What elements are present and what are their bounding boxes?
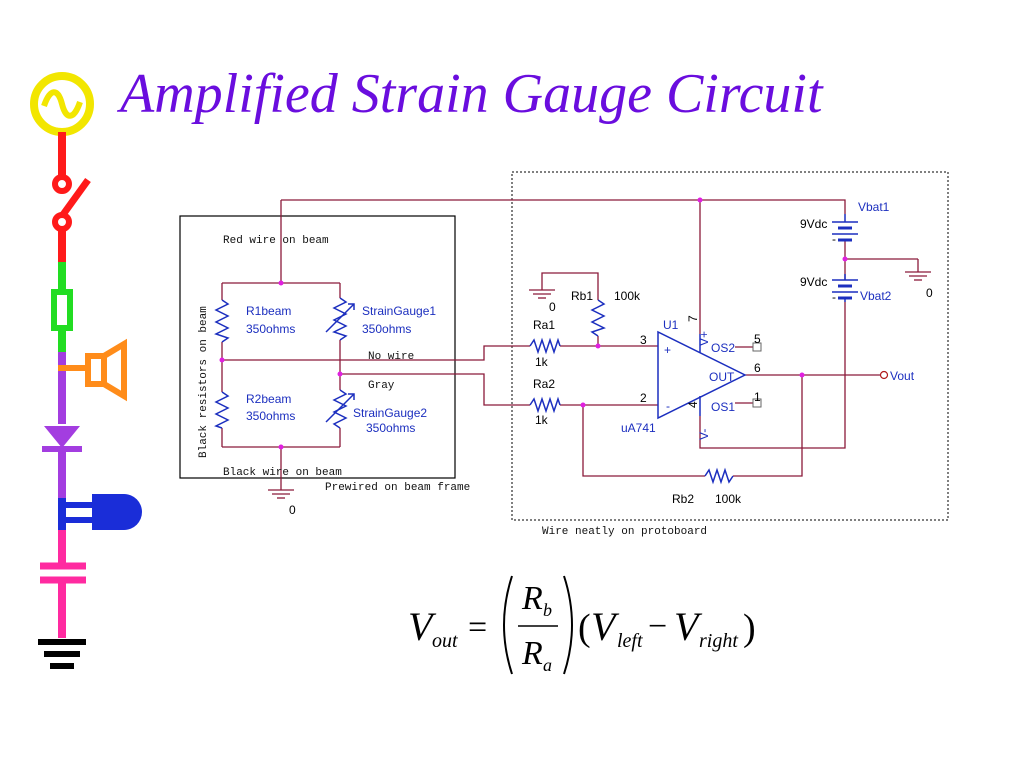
vbat1-battery — [832, 214, 858, 242]
protoboard-note: Wire neatly on protoboard — [542, 526, 707, 538]
straingauge1-name: StrainGauge1 — [362, 304, 436, 318]
vbat2-battery — [832, 274, 858, 302]
ground-label-battery: 0 — [926, 286, 933, 300]
ground-icon — [38, 639, 86, 669]
lamp-icon — [58, 494, 142, 530]
ground-symbol-rb1 — [529, 289, 555, 299]
eq-lhs-v: V — [408, 604, 437, 649]
eq-left-v: V — [591, 604, 620, 649]
ground-label-beam: 0 — [289, 503, 296, 517]
r2beam-resistor — [214, 391, 230, 429]
rb1-resistor — [590, 299, 606, 337]
opamp-os2: OS2 — [711, 341, 735, 355]
eq-paren-close: ) — [743, 607, 756, 649]
opamp-out: OUT — [709, 370, 735, 384]
straingauge2-resistor — [325, 389, 355, 429]
gain-equation: V out = R b R a ( V left − V right ) — [408, 575, 756, 675]
ra2-resistor — [529, 396, 561, 414]
eq-left-sub: left — [617, 630, 643, 652]
ground-symbol-beam — [268, 489, 294, 499]
beam-frame-box — [179, 215, 456, 479]
opamp-pin1: 1 — [754, 390, 761, 404]
prewired-label: Prewired on beam frame — [325, 482, 470, 494]
fuse-icon — [51, 262, 73, 352]
opamp-os1: OS1 — [711, 400, 735, 414]
ac-source-icon — [30, 72, 94, 136]
speaker-icon — [58, 338, 127, 402]
vbat2-value: 9Vdc — [800, 275, 827, 289]
eq-lhs-sub: out — [432, 630, 458, 652]
junction-dots — [219, 197, 848, 450]
circuit-wires — [221, 199, 919, 490]
eq-den-r: R — [521, 635, 543, 672]
ra1-name: Ra1 — [533, 318, 555, 332]
opamp-minus: - — [666, 399, 670, 413]
vbat1-value: 9Vdc — [800, 217, 827, 231]
eq-minus: − — [648, 608, 667, 645]
eq-num-r: R — [521, 580, 543, 617]
opamp-pin4: 4 — [686, 401, 700, 408]
ra2-value: 1k — [535, 413, 549, 427]
vbat1-name: Vbat1 — [858, 200, 890, 214]
eq-right-bracket — [563, 575, 573, 675]
vbat1-minus: - — [832, 232, 836, 246]
black-wire-label: Black wire on beam — [223, 467, 342, 479]
switch-icon — [52, 132, 91, 262]
rb2-resistor — [704, 467, 734, 485]
straingauge2-name: StrainGauge2 — [353, 406, 427, 420]
diode-icon — [42, 380, 82, 498]
opamp-pin3: 3 — [640, 333, 647, 347]
capacitor-icon — [40, 530, 86, 638]
r1beam-resistor — [214, 299, 230, 343]
opamp-vplus: V+ — [697, 331, 711, 346]
r2beam-value: 350ohms — [246, 409, 295, 423]
opamp-plus: + — [664, 343, 671, 357]
opamp-pin2: 2 — [640, 391, 647, 405]
opamp-pin7: 7 — [686, 315, 700, 322]
opamp-symbol — [657, 330, 762, 420]
r1beam-name: R1beam — [246, 304, 291, 318]
ground-label-rb1: 0 — [549, 300, 556, 314]
no-wire-label: No wire — [368, 351, 414, 363]
vbat2-name: Vbat2 — [860, 289, 892, 303]
black-resistors-label: Black resistors on beam — [198, 306, 210, 458]
eq-left-bracket — [503, 575, 513, 675]
ra1-resistor — [529, 337, 561, 355]
gray-label: Gray — [368, 380, 395, 392]
vout-label: Vout — [890, 369, 915, 383]
opamp-ref: U1 — [663, 318, 679, 332]
eq-right-v: V — [674, 604, 703, 649]
eq-right-sub: right — [699, 630, 738, 652]
vbat2-minus: - — [832, 290, 836, 304]
straingauge1-value: 350ohms — [362, 322, 411, 336]
rb1-name: Rb1 — [571, 289, 593, 303]
vout-terminal[interactable] — [879, 370, 889, 380]
slide-title: Amplified Strain Gauge Circuit — [120, 63, 823, 125]
eq-den-sub: a — [543, 655, 552, 675]
rb2-value: 100k — [715, 492, 742, 506]
red-wire-label: Red wire on beam — [223, 235, 329, 247]
rb2-name: Rb2 — [672, 492, 694, 506]
ground-symbol-battery — [905, 271, 931, 281]
eq-num-sub: b — [543, 600, 552, 620]
straingauge2-value: 350ohms — [366, 421, 415, 435]
eq-equals: = — [468, 609, 487, 646]
opamp-pin5: 5 — [754, 332, 761, 346]
opamp-pin6: 6 — [754, 361, 761, 375]
decorative-component-strip — [30, 72, 142, 669]
opamp-vminus: V- — [697, 429, 711, 440]
ra2-name: Ra2 — [533, 377, 555, 391]
rb1-value: 100k — [614, 289, 641, 303]
ra1-value: 1k — [535, 355, 549, 369]
opamp-part: uA741 — [621, 421, 656, 435]
straingauge1-resistor — [325, 297, 355, 341]
r2beam-name: R2beam — [246, 392, 291, 406]
eq-paren-open: ( — [578, 607, 591, 649]
r1beam-value: 350ohms — [246, 322, 295, 336]
